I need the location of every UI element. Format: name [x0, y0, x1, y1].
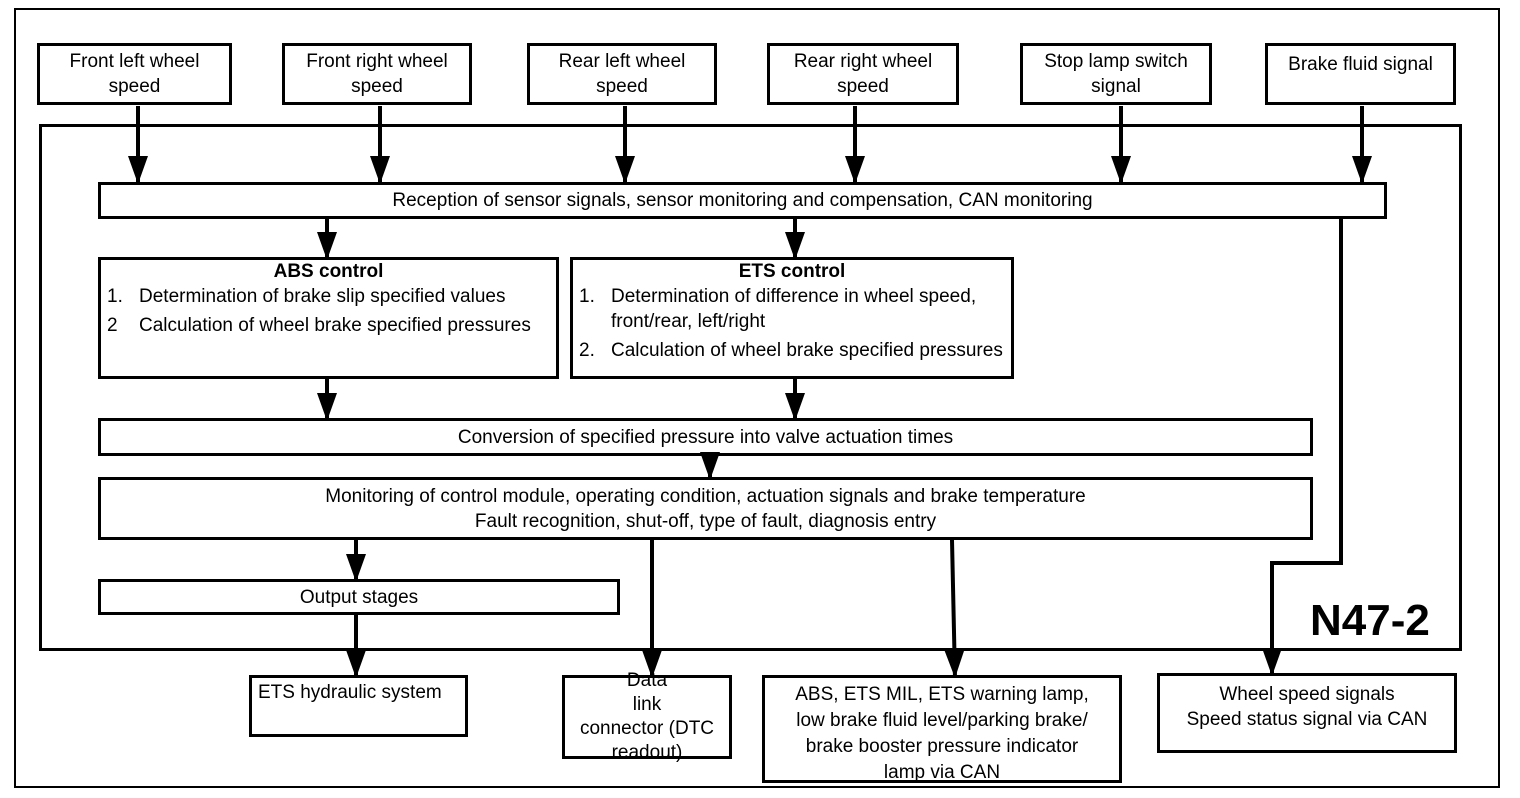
ets-control-title: ETS control — [738, 261, 846, 282]
wheel-speed-signals-label: Wheel speed signals Speed status signal … — [1186, 684, 1428, 730]
input-stop-lamp-switch-signal: Stop lamp switch signal — [1020, 43, 1212, 105]
abs-step-1: 1.Determination of brake slip specified … — [107, 286, 506, 307]
ets-step-2: 2.Calculation of wheel brake specified p… — [579, 340, 1003, 361]
warning-lamps-label: ABS, ETS MIL, ETS warning lamp, low brak… — [795, 684, 1089, 783]
output-wheel-speed-signals: Wheel speed signals Speed status signal … — [1157, 673, 1457, 753]
abs-control-block: ABS control 1.Determination of brake sli… — [98, 257, 559, 379]
arrow-to-warning-lamps — [944, 539, 965, 679]
input-front-right-wheel-speed: Front right wheel speed — [282, 43, 472, 105]
input-rear-left-wheel-speed: Rear left wheel speed — [527, 43, 717, 105]
output-data-link-connector: Data link connector (DTC readout) — [562, 670, 732, 763]
diagram-frame — [14, 8, 1500, 788]
abs-control-title: ABS control — [273, 261, 384, 282]
control-module-n47-2 — [39, 124, 1462, 651]
output-abs-ets-warning-lamps: ABS, ETS MIL, ETS warning lamp, low brak… — [762, 675, 1122, 783]
input-front-left-wheel-speed: Front left wheel speed — [37, 43, 232, 105]
module-label: N47-2 — [1310, 596, 1430, 645]
reception-block: Reception of sensor signals, sensor moni… — [98, 182, 1387, 219]
ets-step-1: 1.Determination of difference in wheel s… — [579, 286, 977, 332]
data-link-connector-label: Data link connector (DTC readout) — [579, 670, 715, 763]
input-rear-right-wheel-speed: Rear right wheel speed — [767, 43, 959, 105]
arrow-to-wheel-speed-signals — [1262, 219, 1343, 676]
input-brake-fluid-signal: Brake fluid signal — [1265, 43, 1456, 105]
